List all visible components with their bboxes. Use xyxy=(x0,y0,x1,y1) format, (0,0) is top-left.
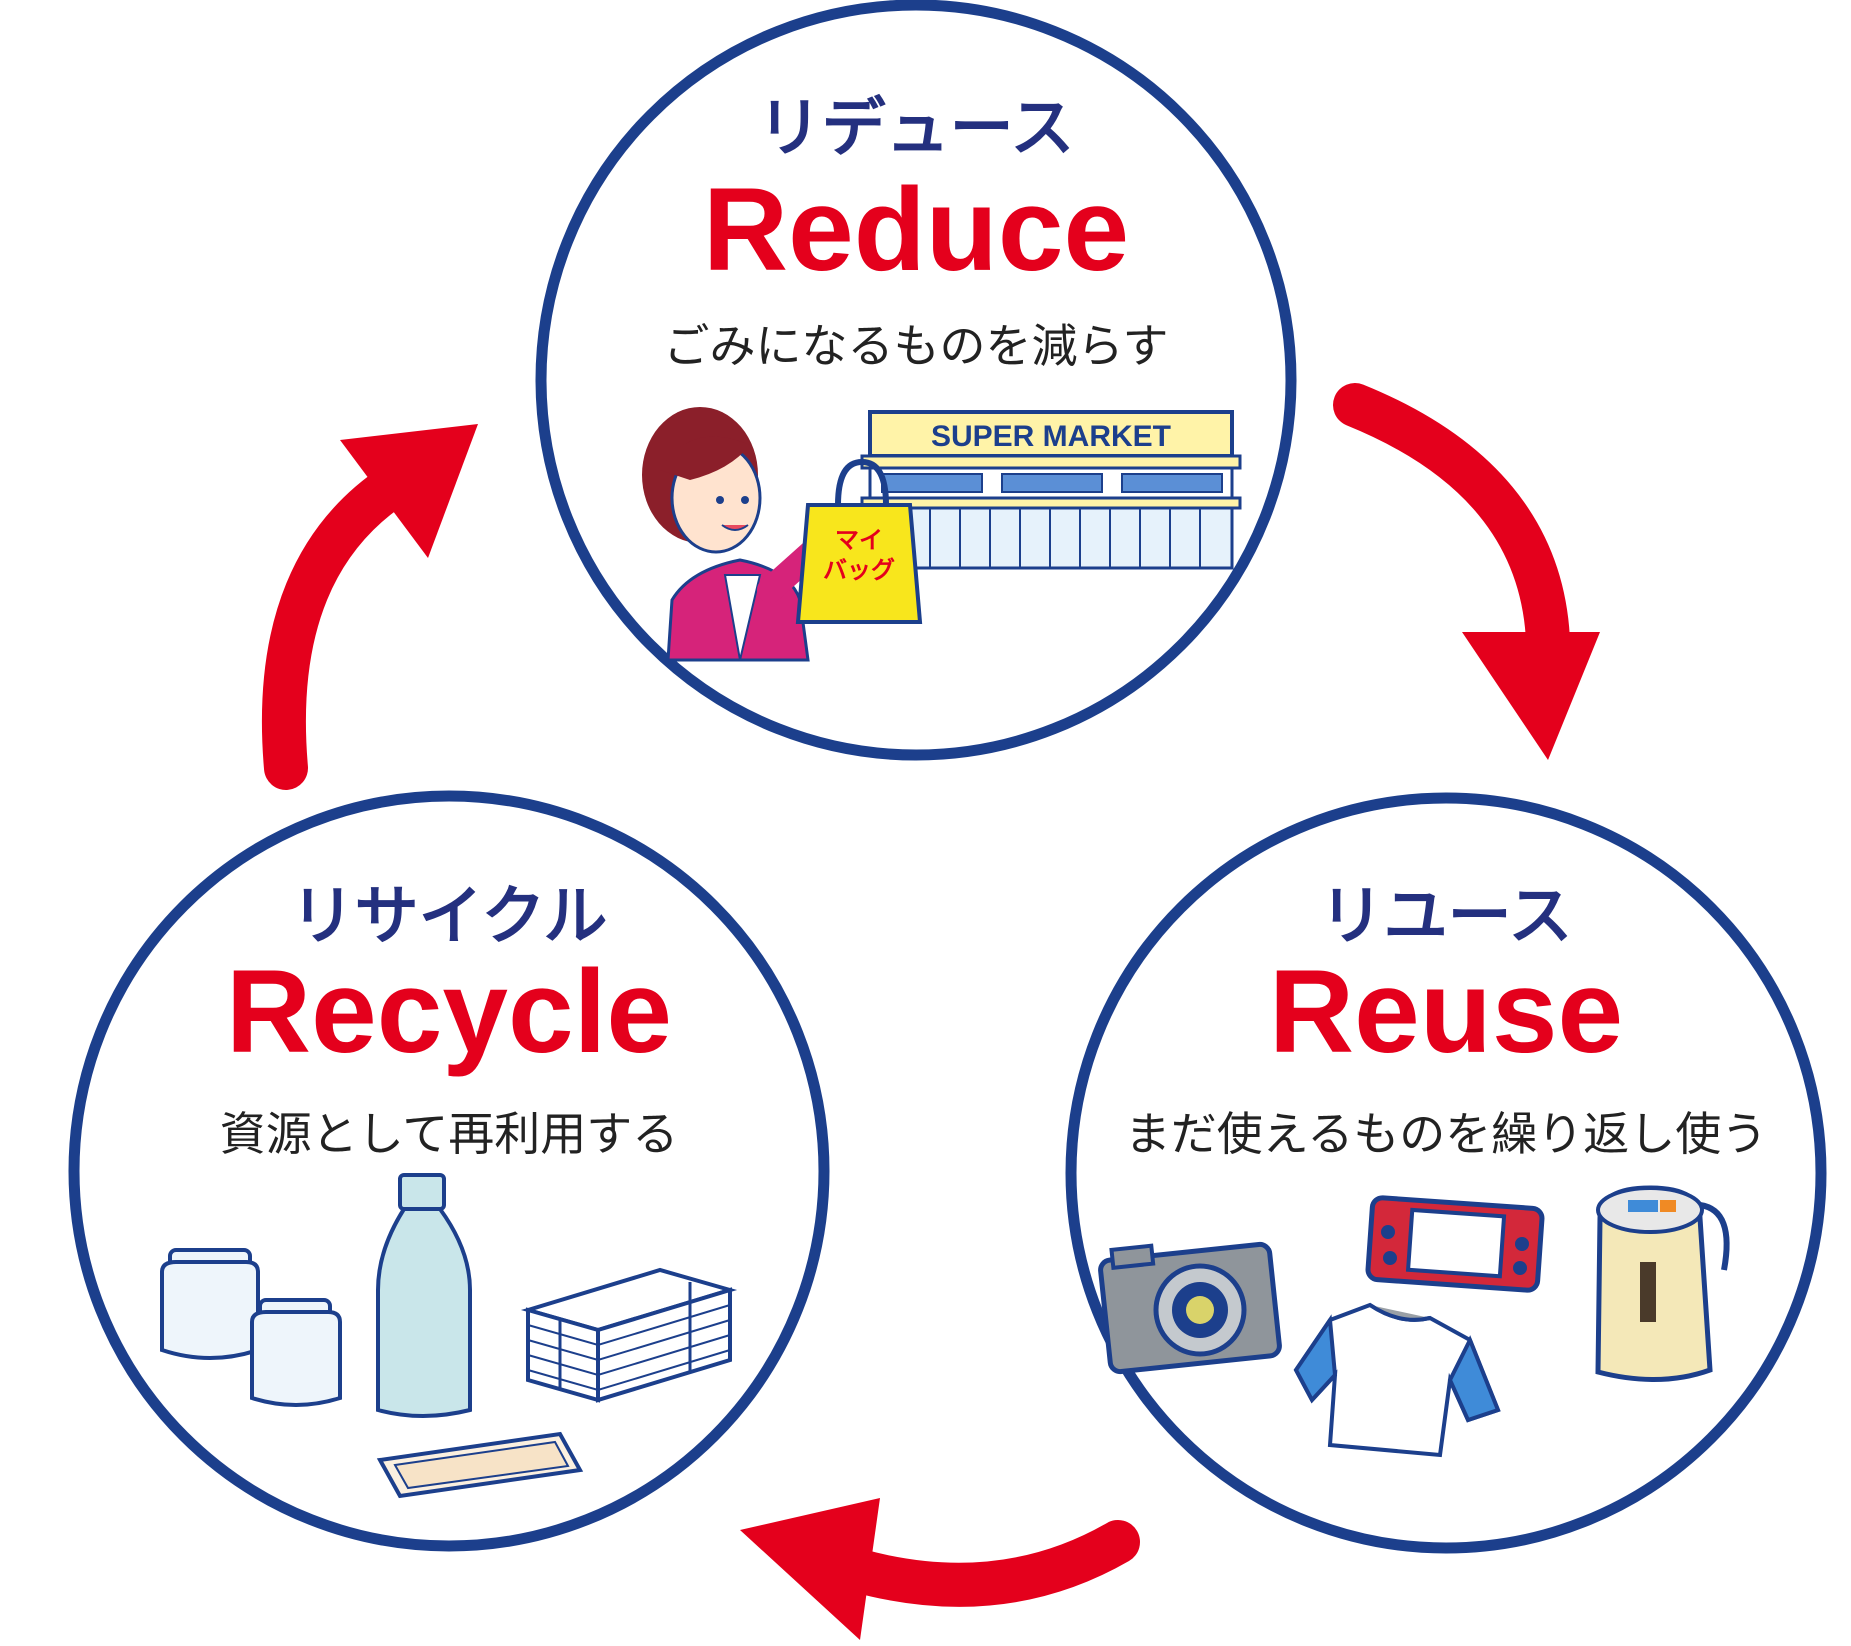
jar-icon xyxy=(160,1248,342,1407)
food-tray-icon xyxy=(376,1431,584,1499)
recycle-title-ja: リサイクル xyxy=(291,880,608,954)
store-sign: SUPER MARKET xyxy=(931,420,1171,453)
bottle-icon xyxy=(376,1173,472,1418)
recycle-description: 資源として再利用する xyxy=(220,1107,679,1161)
bag-label-line2: バッグ xyxy=(823,556,895,584)
recycle-section: リサイクル Recycle 資源として再利用する xyxy=(68,790,830,1552)
game-console-icon xyxy=(1365,1195,1545,1293)
reduce-description: ごみになるものを減らす xyxy=(663,319,1168,373)
reduce-title-ja: リデュース xyxy=(758,92,1075,166)
reduce-section: リデュース Reduce ごみになるものを減らす SUPER MARKET xyxy=(535,0,1297,761)
tshirt-icon xyxy=(1293,1302,1501,1458)
reuse-title-en: Reuse xyxy=(1269,946,1623,1078)
newspaper-bundle-icon xyxy=(520,1267,738,1403)
reuse-title-ja: リユース xyxy=(1320,880,1573,954)
cycle-arrows xyxy=(261,383,1600,1640)
arrow-reuse-to-recycle xyxy=(740,1498,1140,1640)
supermarket-icon: SUPER MARKET xyxy=(860,410,1242,570)
camera-icon xyxy=(1098,1241,1282,1375)
bag-label-line1: マイ xyxy=(835,526,883,554)
shopping-bag-icon: マイ バッグ xyxy=(795,458,923,624)
arrow-recycle-to-reduce xyxy=(261,424,478,790)
reduce-title-en: Reduce xyxy=(703,164,1129,296)
arrow-reduce-to-reuse xyxy=(1333,383,1600,760)
thermos-icon xyxy=(1595,1185,1730,1383)
reuse-description: まだ使えるものを繰り返し使う xyxy=(1125,1107,1768,1161)
recycle-title-en: Recycle xyxy=(226,946,672,1078)
reuse-section: リユース Reuse まだ使えるものを繰り返し使う xyxy=(1065,792,1827,1554)
